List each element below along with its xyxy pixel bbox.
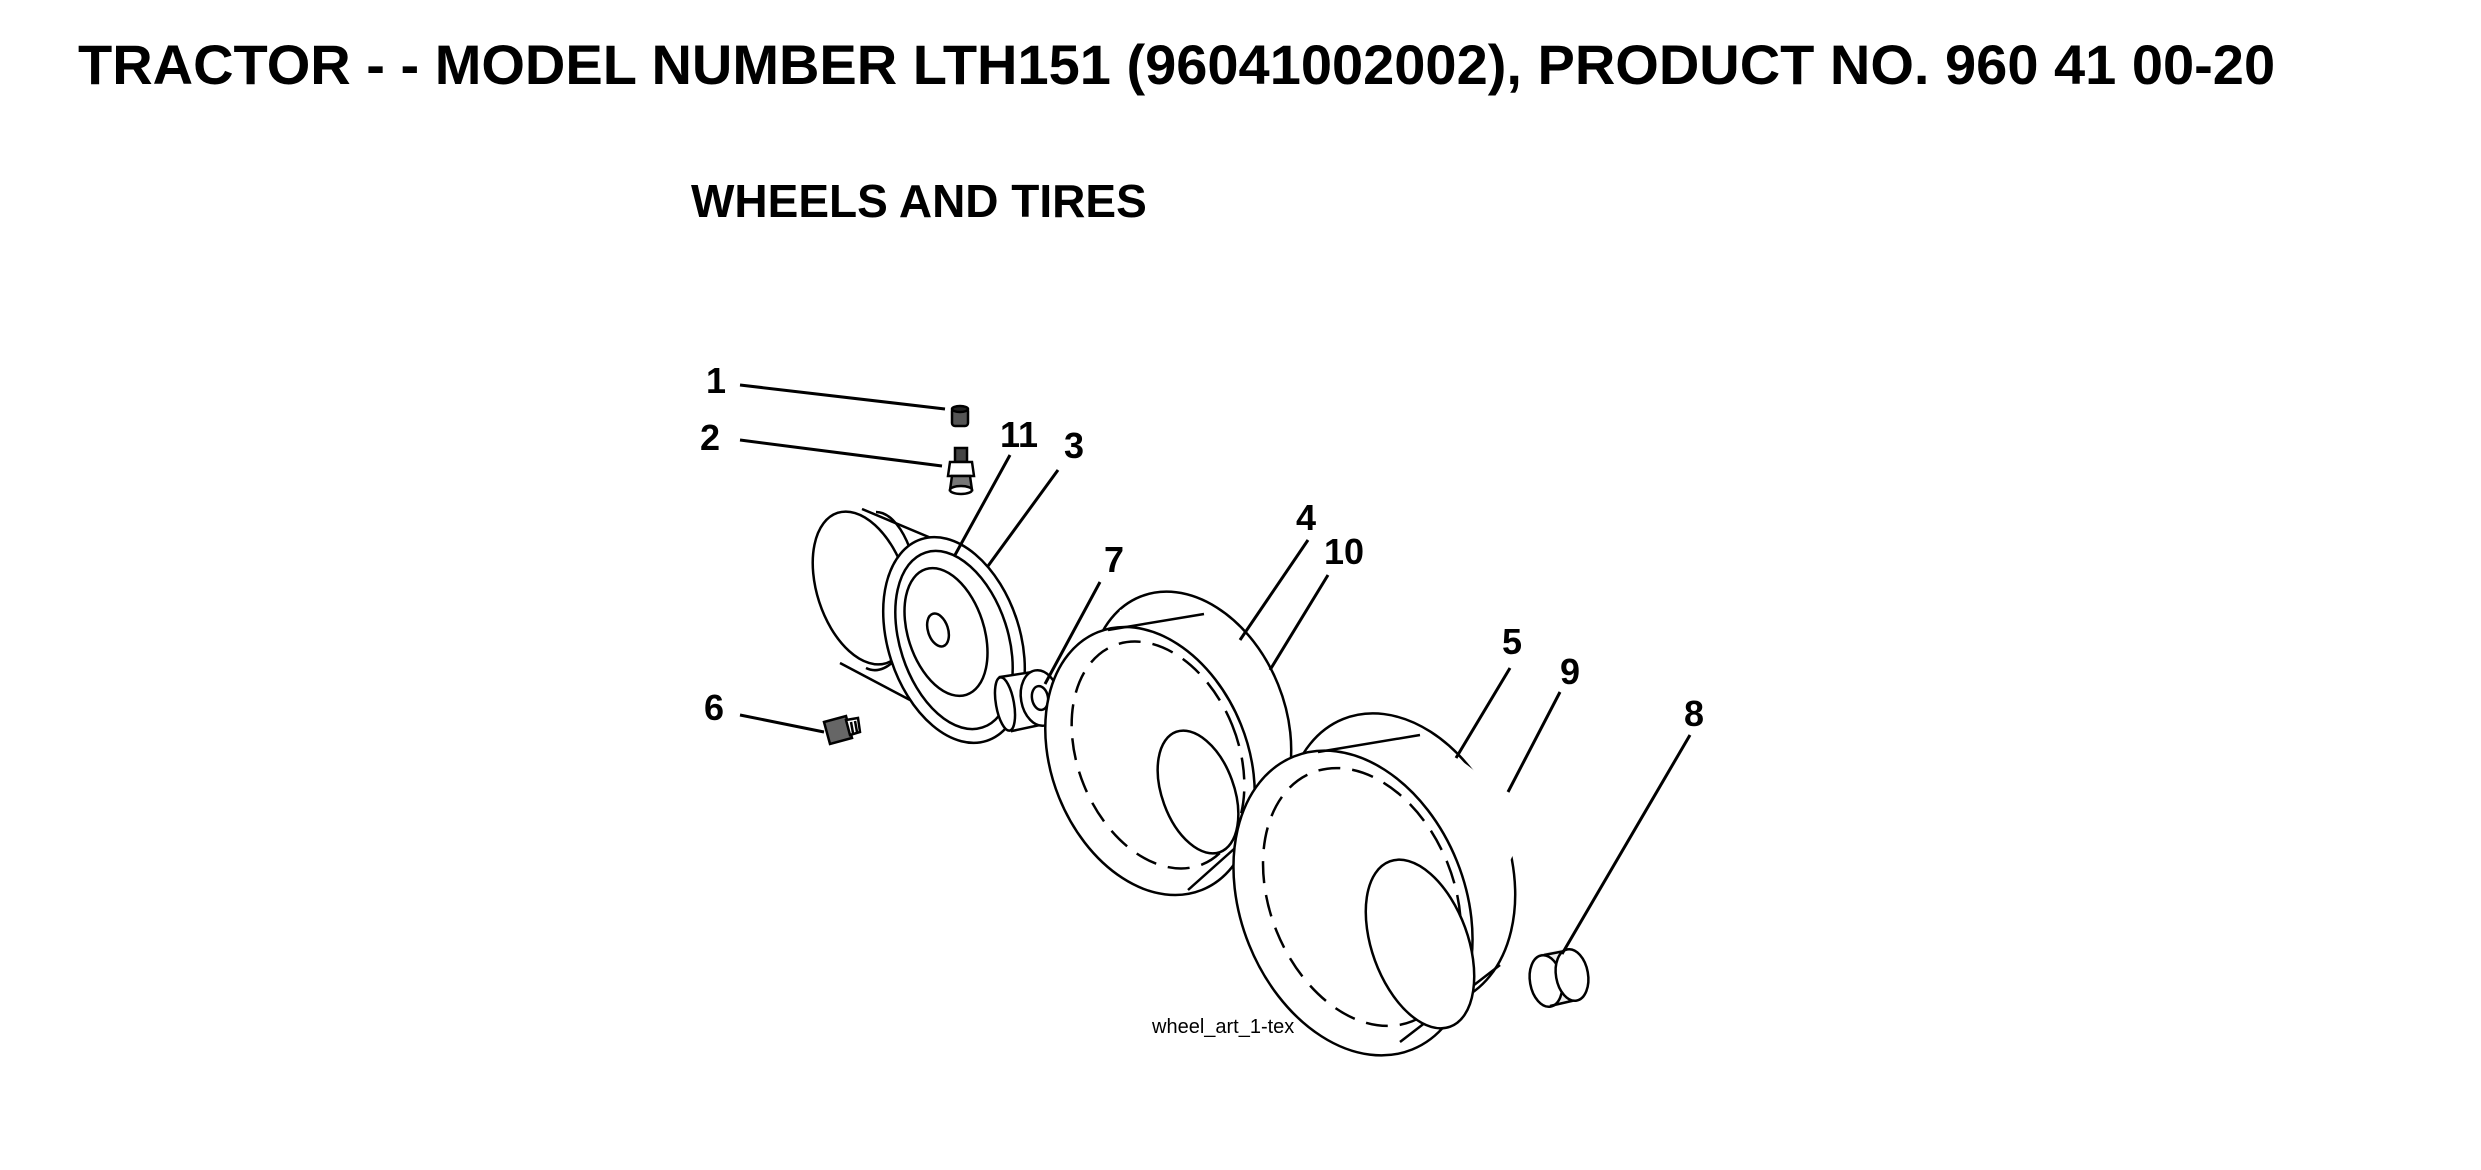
- art-label: wheel_art_1-tex: [1151, 1016, 1294, 1038]
- callout-8: 8: [1684, 693, 1704, 734]
- callout-5: 5: [1502, 621, 1522, 662]
- hub-cap: [1528, 947, 1590, 1009]
- leader-line-1: [739, 383, 946, 411]
- valve-stem: [946, 446, 976, 496]
- section-title: WHEELS AND TIRES: [691, 175, 1147, 227]
- leader-line-4: [1238, 539, 1310, 641]
- callout-9: 9: [1560, 651, 1580, 692]
- callout-3: 3: [1064, 425, 1084, 466]
- callout-1: 1: [706, 360, 726, 401]
- front-tire: [1044, 590, 1293, 897]
- leader-line-2: [739, 438, 943, 468]
- page-title: TRACTOR - - MODEL NUMBER LTH151 (9604100…: [78, 33, 2276, 96]
- leader-lines: [739, 383, 1692, 955]
- valve-cap: [950, 404, 970, 428]
- callout-11: 11: [1000, 414, 1038, 455]
- leader-line-11: [953, 454, 1012, 556]
- callout-7: 7: [1104, 539, 1124, 580]
- callout-2: 2: [700, 417, 720, 458]
- leader-line-5: [1454, 667, 1512, 759]
- leader-line-9: [1506, 691, 1562, 793]
- wheel-rim: [811, 507, 1027, 745]
- screw: [822, 714, 862, 746]
- callout-10: 10: [1324, 531, 1364, 572]
- leader-line-10: [1268, 574, 1330, 671]
- rear-tire: [1232, 712, 1520, 1057]
- leader-line-8: [1560, 734, 1692, 955]
- callout-6: 6: [704, 687, 724, 728]
- leader-line-3: [986, 469, 1060, 567]
- callout-4: 4: [1296, 497, 1316, 538]
- leader-line-6: [739, 713, 825, 734]
- leader-line-7: [1043, 581, 1102, 685]
